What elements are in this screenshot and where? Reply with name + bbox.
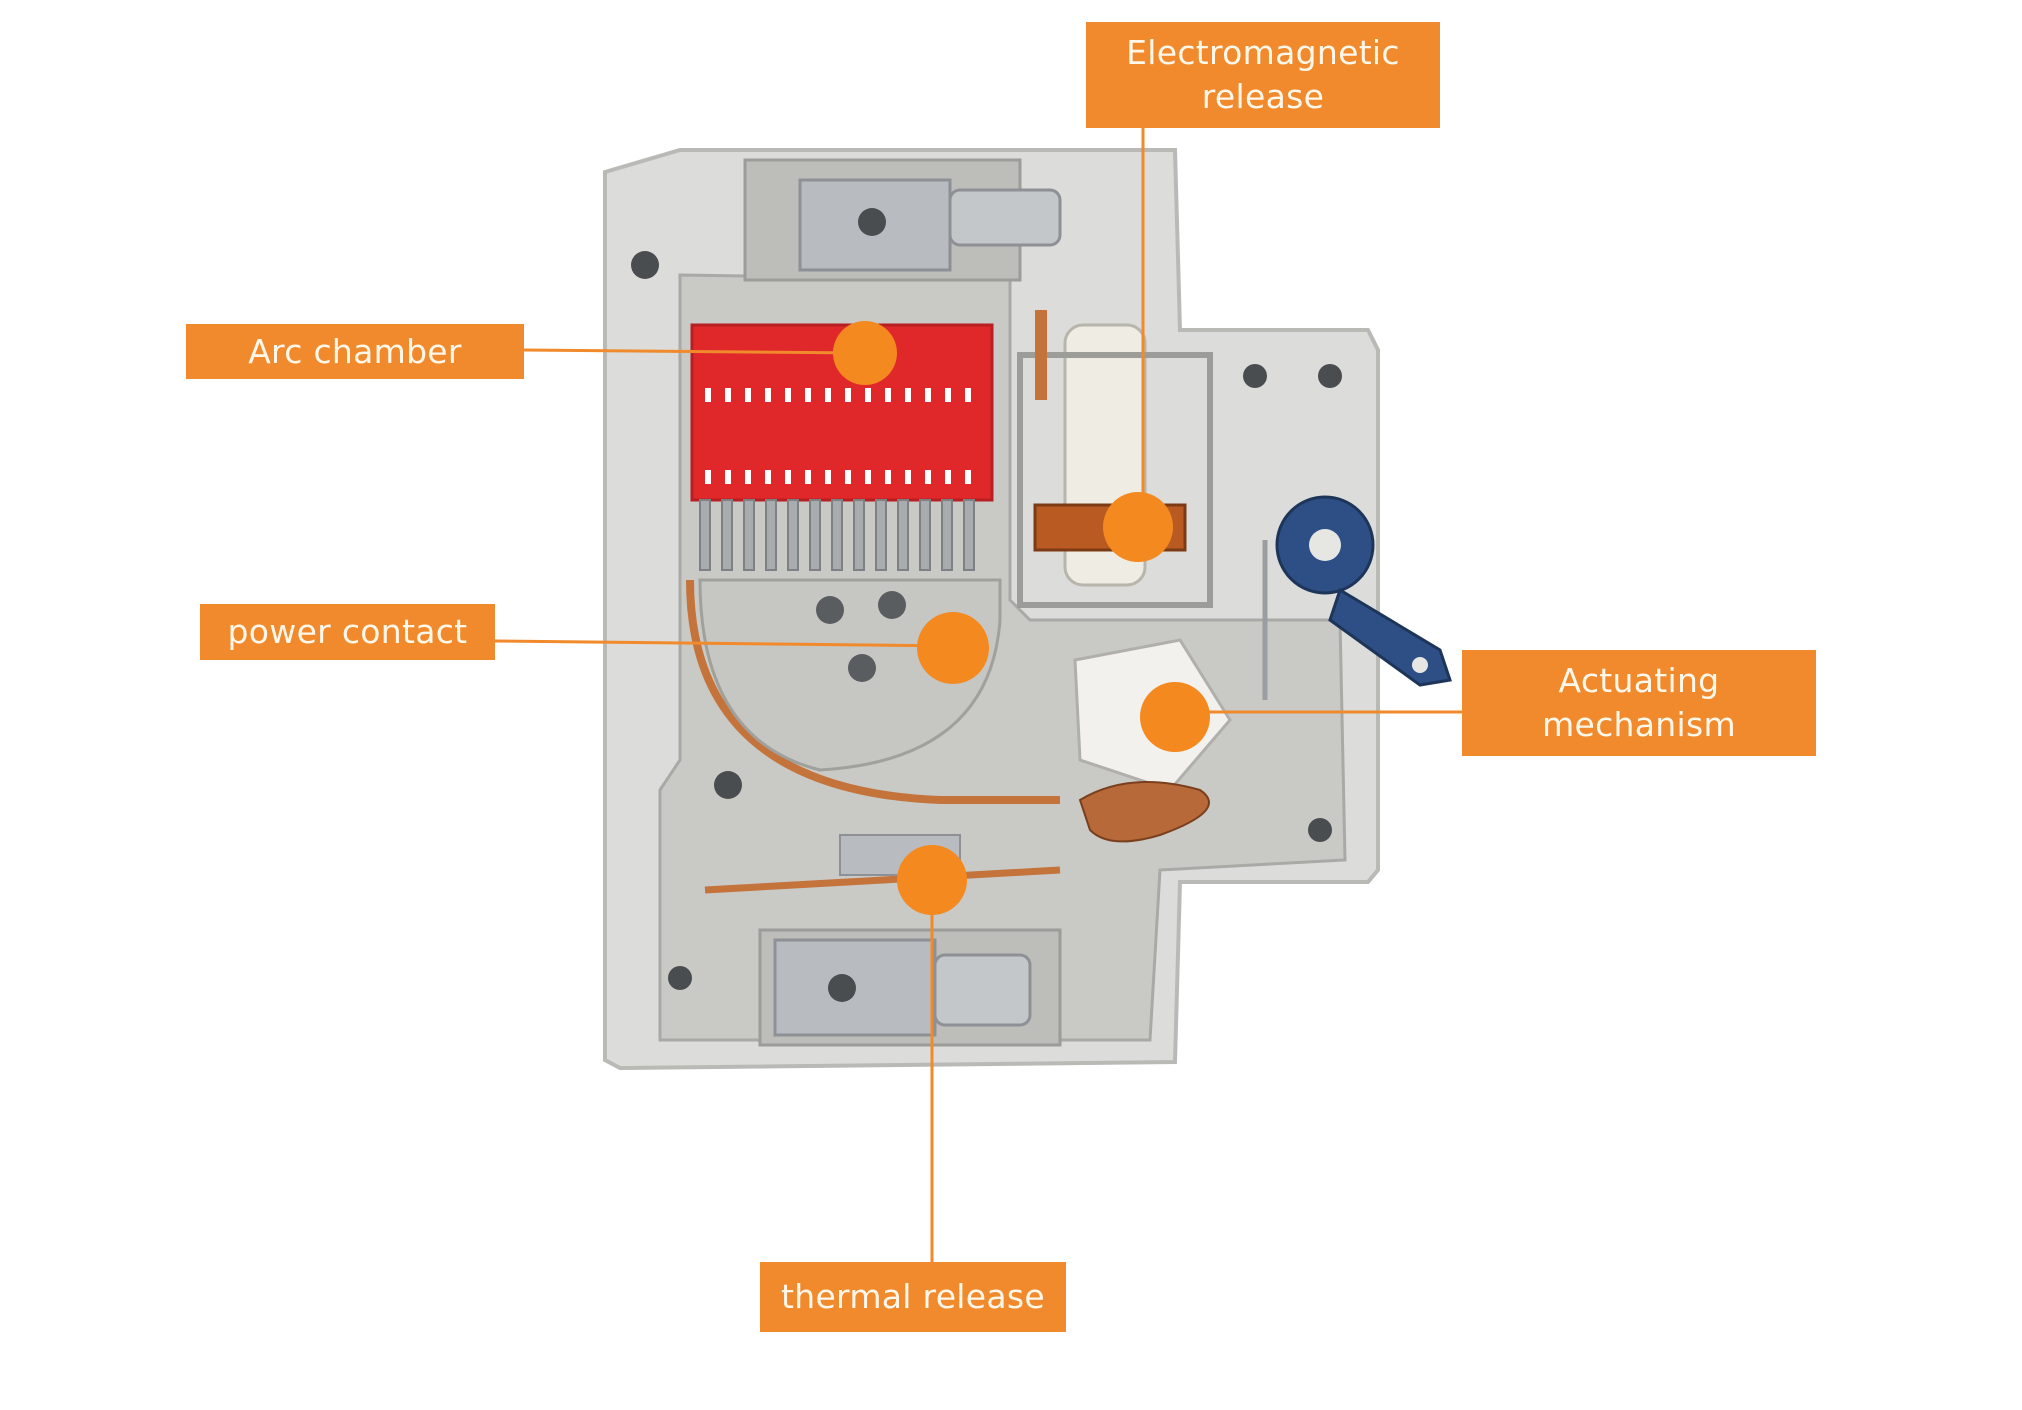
mounting-hole	[668, 966, 692, 990]
mounting-hole	[1318, 364, 1342, 388]
leader-power-contact	[494, 639, 956, 648]
arc-chute-slots	[705, 388, 971, 484]
carrier-hole	[848, 654, 876, 682]
mounting-hole	[714, 771, 742, 799]
leader-lines	[494, 128, 1462, 1262]
label-power-contact-text: power contact	[227, 612, 468, 651]
mounting-hole	[1308, 818, 1332, 842]
marker-electromagnetic-release	[1103, 492, 1173, 562]
bimetal-strip	[704, 866, 1061, 894]
label-electromagnetic-release: Electromagnetic release	[1086, 22, 1440, 128]
carrier-hole	[878, 591, 906, 619]
top-terminal-screw	[948, 188, 1062, 247]
marker-arc-chamber	[833, 321, 897, 385]
marker-actuating-mechanism	[1140, 682, 1210, 752]
top-terminal-screw-hole	[858, 208, 886, 236]
label-arc-chamber-text: Arc chamber	[248, 331, 462, 371]
operating-handle	[1275, 495, 1452, 687]
label-arc-chamber: Arc chamber	[186, 324, 524, 379]
braided-copper	[1078, 781, 1210, 843]
carrier-hole	[816, 596, 844, 624]
marker-power-contact	[917, 612, 989, 684]
coil-frame	[1017, 352, 1213, 608]
mounting-hole	[631, 251, 659, 279]
mounting-hole	[1243, 364, 1267, 388]
label-actuating-mechanism: Actuating mechanism	[1462, 650, 1816, 756]
bottom-terminal-screw	[933, 953, 1032, 1027]
copper-arc-runner	[686, 579, 1060, 804]
arc-splitter-plates	[699, 499, 975, 571]
callout-markers	[833, 321, 1210, 915]
breaker-illustration	[603, 148, 1452, 1071]
label-actuating-mechanism-text: Actuating mechanism	[1542, 661, 1736, 744]
label-power-contact: power contact	[200, 604, 495, 660]
leader-arc-chamber	[523, 348, 866, 355]
label-thermal-release: thermal release	[760, 1262, 1066, 1332]
label-thermal-release-text: thermal release	[780, 1277, 1045, 1316]
label-electromagnetic-release-text: Electromagnetic release	[1126, 33, 1400, 116]
marker-thermal-release	[897, 845, 967, 915]
bottom-terminal-screw-hole	[828, 974, 856, 1002]
copper-lead	[1035, 310, 1047, 400]
